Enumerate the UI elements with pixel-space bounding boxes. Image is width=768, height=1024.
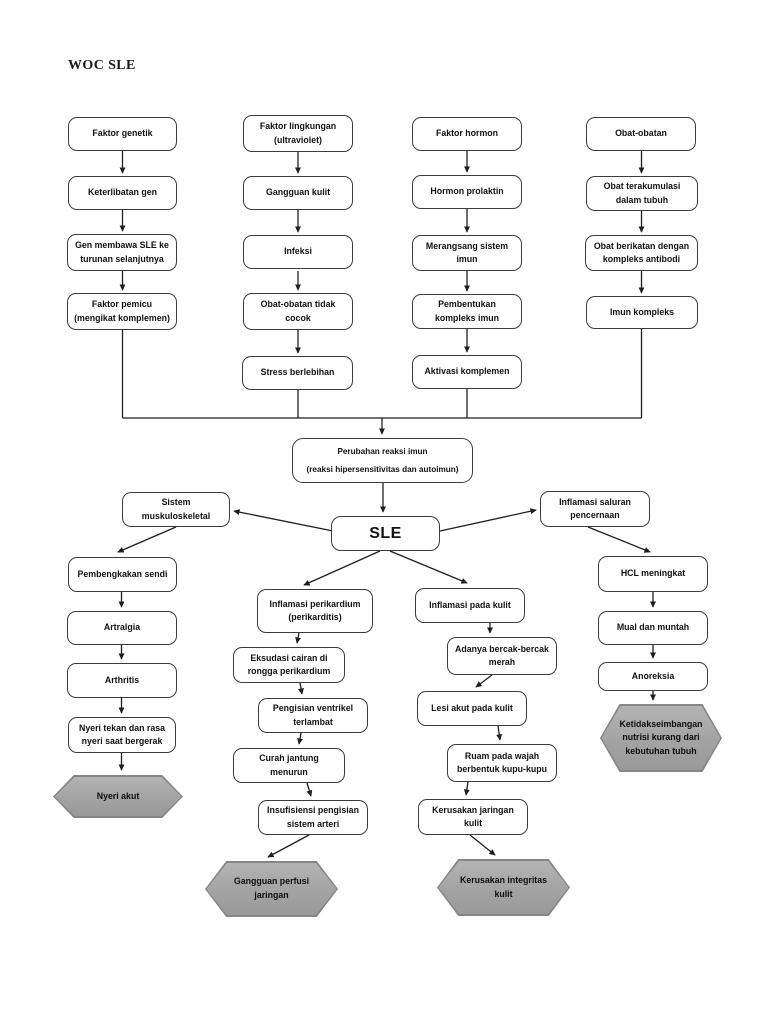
node-insufisiensi-pengisian: Insufisiensi pengisian sistem arteri	[258, 800, 368, 835]
node-keterlibatan-gen: Keterlibatan gen	[68, 176, 177, 210]
node-obat-berikatan: Obat berikatan dengan kompleks antibodi	[585, 235, 698, 271]
node-gangguan-perfusi-label: Gangguan perfusi jaringan	[206, 862, 337, 916]
node-kerusakan-integritas: Kerusakan integritas kulit	[437, 859, 570, 916]
node-faktor-hormon: Faktor hormon	[412, 117, 522, 151]
node-sistem-muskuloskeletal: Sistem muskuloskeletal	[122, 492, 230, 527]
node-faktor-lingkungan: Faktor lingkungan (ultraviolet)	[243, 115, 353, 152]
node-obat-obatan: Obat-obatan	[586, 117, 696, 151]
node-perubahan-reaksi-imun: Perubahan reaksi imun (reaksi hipersensi…	[292, 438, 473, 483]
node-mual-muntah: Mual dan muntah	[598, 611, 708, 645]
page-title: WOC SLE	[68, 58, 136, 73]
node-pembentukan-kompleks: Pembentukan kompleks imun	[412, 294, 522, 329]
node-imun-kompleks: Imun kompleks	[586, 296, 698, 329]
node-nyeri-tekan: Nyeri tekan dan rasa nyeri saat bergerak	[68, 717, 176, 753]
node-hcl-meningkat: HCL meningkat	[598, 556, 708, 592]
node-inflamasi-pada-kulit: Inflamasi pada kulit	[415, 588, 525, 623]
node-nyeri-akut-label: Nyeri akut	[54, 776, 182, 817]
node-faktor-genetik: Faktor genetik	[68, 117, 177, 151]
node-obat-tidak-cocok: Obat-obatan tidak cocok	[243, 293, 353, 330]
node-kerusakan-integritas-label: Kerusakan integritas kulit	[438, 860, 569, 915]
node-aktivasi-komplemen: Aktivasi komplemen	[412, 355, 522, 389]
node-eksudasi-cairan: Eksudasi cairan di rongga perikardium	[233, 647, 345, 683]
node-ketidakseimbangan-nutrisi-label: Ketidakseimbangan nutrisi kurang dari ke…	[601, 705, 721, 771]
node-ketidakseimbangan-nutrisi: Ketidakseimbangan nutrisi kurang dari ke…	[600, 704, 722, 772]
node-ruam-wajah: Ruam pada wajah berbentuk kupu-kupu	[447, 744, 557, 782]
node-infeksi: Infeksi	[243, 235, 353, 269]
node-stress-berlebihan: Stress berlebihan	[242, 356, 353, 390]
node-bercak-merah: Adanya bercak-bercak merah	[447, 637, 557, 675]
node-nyeri-akut: Nyeri akut	[53, 775, 183, 818]
node-gen-membawa-sle: Gen membawa SLE ke turunan selanjutnya	[67, 234, 177, 271]
node-arthritis: Arthritis	[67, 663, 177, 698]
node-lesi-akut: Lesi akut pada kulit	[417, 691, 527, 726]
node-obat-terakumulasi: Obat terakumulasi dalam tubuh	[586, 176, 698, 211]
node-hormon-prolaktin: Hormon prolaktin	[412, 175, 522, 209]
node-anoreksia: Anoreksia	[598, 662, 708, 691]
node-faktor-pemicu: Faktor pemicu (mengikat komplemen)	[67, 293, 177, 330]
node-artralgia: Artralgia	[67, 611, 177, 645]
node-kerusakan-jaringan: Kerusakan jaringan kulit	[418, 799, 528, 835]
node-sle: SLE	[331, 516, 440, 551]
node-gangguan-kulit: Gangguan kulit	[243, 176, 353, 210]
node-gangguan-perfusi: Gangguan perfusi jaringan	[205, 861, 338, 917]
node-curah-jantung: Curah jantung menurun	[233, 748, 345, 783]
node-merangsang-sistem-imun: Merangsang sistem imun	[412, 235, 522, 271]
node-inflamasi-perikardium: Inflamasi perikardium (perikarditis)	[257, 589, 373, 633]
node-pembengkakan-sendi: Pembengkakan sendi	[68, 557, 177, 592]
node-pengisian-ventrikel: Pengisian ventrikel terlambat	[258, 698, 368, 733]
node-inflamasi-saluran-pencernaan: Inflamasi saluran pencernaan	[540, 491, 650, 527]
flow-arrows	[117, 151, 656, 858]
